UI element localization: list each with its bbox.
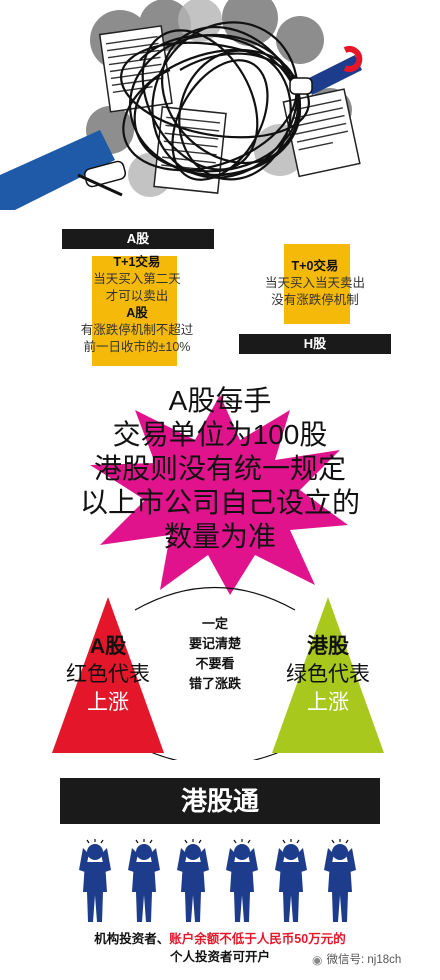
magenta-starburst: [90, 395, 348, 595]
h-share-color-text: 港股 绿色代表 上涨: [258, 633, 398, 717]
lot-size-text: A股每手 交易单位为100股 港股则没有统一规定 以上市公司自己设立的 数量为准: [0, 384, 440, 554]
lot-line1: A股每手: [168, 385, 272, 416]
h-share-color-line2: 上涨: [307, 691, 349, 714]
a-share-t1-line1: 当天买入第二天: [93, 272, 181, 286]
lot-line4: 以上市公司自己设立的: [79, 487, 360, 518]
investor-icon: [78, 838, 112, 923]
tangle-illustration: [0, 0, 363, 210]
right-hand-with-magnet: [289, 46, 363, 95]
a-share-t1-title: T+1交易: [113, 255, 161, 269]
reminder-line2: 要记清楚: [188, 636, 241, 651]
stock-connect-banner: 港股通: [60, 778, 380, 824]
h-share-header-label: H股: [303, 336, 327, 351]
reminder-line1: 一定: [201, 616, 228, 631]
a-share-limit-line2: 前一日收市的±10%: [83, 340, 191, 354]
h-share-t0-title: T+0交易: [291, 259, 339, 273]
h-share-color-line1: 绿色代表: [286, 663, 370, 686]
lot-line3: 港股则没有统一规定: [93, 453, 346, 484]
connector-arc-bottom: [134, 744, 296, 760]
color-convention-graphic: [52, 586, 384, 760]
h-share-t0-line1: 当天买入当天卖出: [264, 276, 365, 290]
scribble-tangle: [120, 21, 310, 181]
investor-icon: [274, 838, 308, 923]
a-share-limit-title: A股: [126, 306, 148, 320]
connector-arc-top: [134, 586, 296, 611]
reminder-line3: 不要看: [195, 656, 235, 671]
a-share-color-title: A股: [89, 635, 127, 658]
a-share-header-bar: A股: [62, 229, 214, 249]
h-share-color-title: 港股: [307, 635, 349, 658]
eligibility-text: 机构投资者、账户余额不低于人民币50万元的 个人投资者可开户: [40, 930, 400, 966]
eligibility-highlight: 账户余额不低于人民币50万元的: [169, 932, 346, 946]
green-triangle: [272, 597, 384, 753]
lot-line2: 交易单位为100股: [112, 419, 328, 450]
investor-icon: [176, 838, 210, 923]
a-share-color-line2: 上涨: [87, 691, 129, 714]
wechat-icon: ◉: [312, 953, 323, 967]
reminder-line4: 错了涨跌: [188, 676, 241, 691]
wechat-id-text: 微信号: nj18ch: [326, 954, 402, 966]
h-share-yellow-box: [284, 244, 350, 324]
investor-figures: [78, 838, 357, 923]
stock-connect-title: 港股通: [180, 786, 259, 816]
investor-icon: [225, 838, 259, 923]
h-share-header-bar: H股: [239, 334, 391, 354]
a-share-yellow-box: [92, 256, 177, 366]
eligibility-pre: 机构投资者、: [94, 932, 170, 946]
a-share-limit-line1: 有涨跌停机制不超过: [80, 323, 194, 337]
red-triangle: [52, 597, 164, 753]
reminder-note: 一定 要记清楚 不要看 错了涨跌: [160, 614, 270, 694]
a-share-color-text: A股 红色代表 上涨: [38, 633, 178, 717]
h-share-rules-text: T+0交易 当天买入当天卖出 没有涨跌停机制: [240, 258, 390, 309]
investor-icon: [323, 838, 357, 923]
investor-icon: [127, 838, 161, 923]
wechat-watermark: ◉ 微信号: nj18ch: [312, 950, 438, 970]
a-share-header-label: A股: [126, 231, 150, 246]
a-share-rules-text: T+1交易 当天买入第二天 才可以卖出 A股 有涨跌停机制不超过 前一日收市的±…: [52, 254, 222, 356]
left-hand-with-pencil: [0, 130, 127, 210]
a-share-color-line1: 红色代表: [66, 663, 150, 686]
a-share-t1-line2: 才可以卖出: [105, 289, 169, 303]
eligibility-line2: 个人投资者可开户: [169, 950, 270, 964]
h-share-t0-line2: 没有涨跌停机制: [271, 293, 359, 307]
lot-line5: 数量为准: [163, 521, 276, 552]
